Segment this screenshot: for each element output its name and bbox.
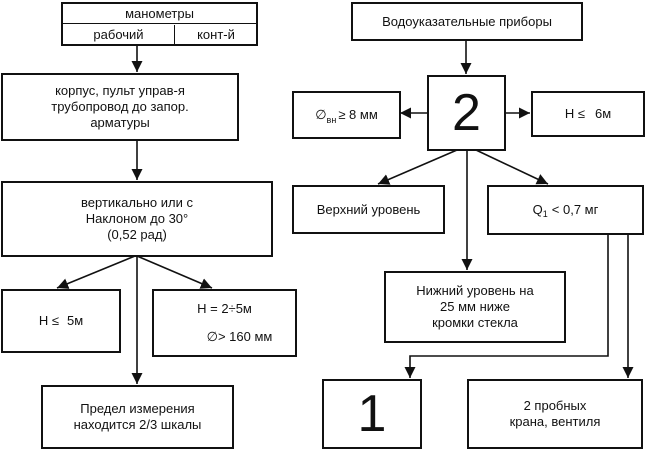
upper-level-text: Верхний уровень — [316, 201, 421, 217]
manometers-working: рабочий — [63, 25, 175, 44]
housing-line2: трубопровод до запор. — [51, 99, 189, 114]
height-6m-prefix: H ≤ — [564, 106, 585, 121]
upper-level-box: Верхний уровень — [292, 185, 445, 234]
count-two-box: 2 — [427, 75, 506, 151]
flow-box: Q 1 < 0,7 мг — [487, 185, 644, 235]
arrow-count-to-flow — [475, 149, 549, 185]
arrow-flow-to-one — [404, 234, 609, 378]
water-gauges-box: Водоуказательные приборы — [351, 2, 583, 41]
diameter-symbol: ∅ — [315, 107, 327, 122]
count-one-value: 1 — [357, 385, 387, 443]
vertical-box: вертикально или с Наклоном до 30° (0,52 … — [1, 181, 273, 257]
measurement-limit-line1: Предел измерения — [80, 401, 195, 416]
housing-box: корпус, пульт управ-я трубопровод до зап… — [1, 73, 239, 141]
diameter-subscript: вн — [326, 115, 337, 125]
height-range-box: H = 2÷5м ∅> 160 мм — [152, 289, 297, 357]
height-5m-prefix: H ≤ — [38, 313, 59, 328]
manometers-title: манометры — [63, 4, 256, 24]
water-gauges-title: Водоуказательные приборы — [382, 13, 552, 29]
height-5m-box: H ≤ 5м — [1, 289, 121, 353]
flow-subscript: 1 — [542, 209, 548, 219]
housing-line1: корпус, пульт управ-я — [55, 83, 185, 98]
manometers-control: конт-й — [197, 26, 235, 42]
flow-symbol: Q — [532, 202, 543, 217]
diameter-text: ≥ 8 мм — [338, 107, 378, 122]
height-range-line2: ∅> 160 мм — [206, 329, 273, 344]
lower-level-line3: кромки стекла — [432, 315, 518, 330]
housing-line3: арматуры — [90, 115, 150, 130]
test-valves-line1: 2 пробных — [523, 398, 587, 413]
test-valves-line2: крана, вентиля — [509, 414, 601, 429]
diameter-box: ∅ вн ≥ 8 мм — [292, 91, 401, 139]
vertical-line2: Наклоном до 30° — [85, 211, 189, 226]
height-6m-box: H ≤ 6м — [531, 91, 645, 137]
arrow-vertical-to-range — [136, 255, 213, 289]
test-valves-box: 2 пробных крана, вентиля — [467, 379, 643, 449]
vertical-line3: (0,52 рад) — [107, 227, 167, 242]
height-5m-value: 5м — [66, 313, 84, 328]
manometers-box: манометры рабочий конт-й — [61, 2, 258, 46]
measurement-limit-box: Предел измерения находится 2/3 шкалы — [41, 385, 234, 449]
count-one-box: 1 — [322, 379, 422, 449]
lower-level-box: Нижний уровень на 25 мм ниже кромки стек… — [384, 271, 566, 343]
count-two-value: 2 — [452, 84, 481, 142]
measurement-limit-line2: находится 2/3 шкалы — [73, 417, 202, 432]
flow-text: < 0,7 мг — [551, 202, 599, 217]
arrow-count-to-upper — [377, 149, 458, 185]
lower-level-line2: 25 мм ниже — [440, 299, 510, 314]
height-6m-value: 6м — [594, 106, 612, 121]
arrow-vertical-to-height5 — [56, 255, 136, 289]
height-range-line1: H = 2÷5м — [197, 301, 252, 316]
lower-level-line1: Нижний уровень на — [416, 283, 534, 298]
vertical-line1: вертикально или с — [81, 195, 193, 210]
